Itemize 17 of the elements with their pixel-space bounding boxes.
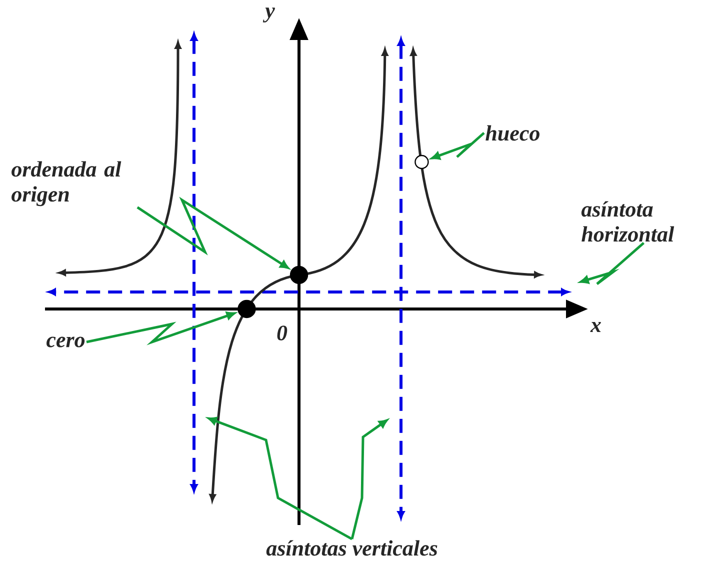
axis-label: y xyxy=(262,8,275,22)
axis-label: x xyxy=(590,322,601,332)
leader-line xyxy=(431,132,485,160)
hole-marker xyxy=(414,154,429,170)
annotation-label: ordenada al origen xyxy=(12,161,122,206)
leader-line xyxy=(86,312,236,346)
leader-line xyxy=(136,196,289,269)
annotation-label: hueco xyxy=(486,125,540,141)
annotation-label: asíntota horizontal xyxy=(581,201,674,242)
leader-line xyxy=(580,242,645,286)
point-marker xyxy=(290,266,308,284)
leader-line xyxy=(208,417,353,540)
axis-label: 0 xyxy=(277,326,288,340)
point-marker xyxy=(238,300,256,318)
leader-line xyxy=(350,419,388,540)
annotation-label: asíntotas verticales xyxy=(266,540,438,556)
annotation-label: cero xyxy=(46,336,85,348)
